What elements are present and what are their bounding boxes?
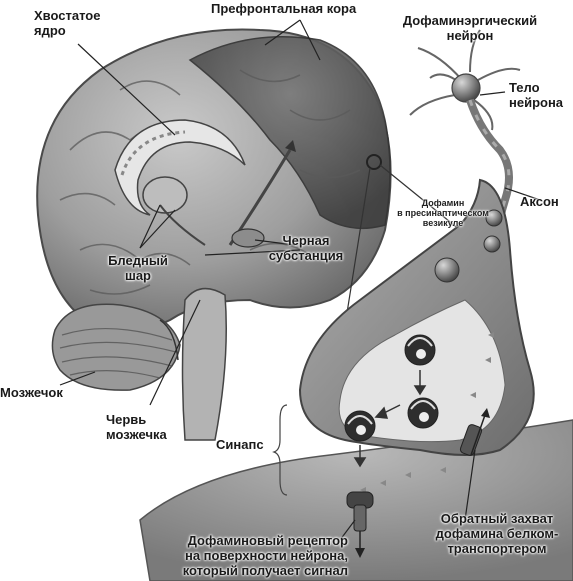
label-prefrontal: Префронтальная кора xyxy=(211,1,357,16)
substantia-nigra-shape xyxy=(231,228,265,248)
cerebellum-shape xyxy=(51,303,181,391)
synapse-brace xyxy=(272,404,288,496)
label-axon: Аксон xyxy=(520,194,559,209)
prefrontal-cortex xyxy=(188,36,391,230)
axon-vesicle-2 xyxy=(483,235,501,253)
brainstem xyxy=(181,287,227,441)
label-cerebellum: Мозжечок xyxy=(0,385,63,400)
label-caudate: Хвостатое ядро xyxy=(34,8,101,38)
dopamine-molecules xyxy=(360,332,494,493)
label-globus-pallidus: Бледный шар xyxy=(108,253,168,283)
brain-group xyxy=(36,28,392,441)
label-synapse: Синапс xyxy=(216,437,264,452)
label-vesicle: Дофамин в пресинаптическом везикуле xyxy=(397,198,489,228)
label-neuron-body: Тело нейрона xyxy=(509,80,564,110)
presynaptic-vesicle xyxy=(434,257,460,283)
axon-vesicle-1 xyxy=(485,209,503,227)
dopamine-receptor xyxy=(346,491,374,558)
label-receptor: Дофаминовый рецептор на поверхности нейр… xyxy=(182,533,348,578)
leader-lines xyxy=(59,19,541,541)
label-substantia-nigra: Черная субстанция xyxy=(268,233,344,263)
terminal-vesicles xyxy=(344,334,439,442)
label-reuptake: Обратный захват дофамина белком- транспо… xyxy=(435,511,559,556)
transporter xyxy=(459,424,483,456)
magnify-marker xyxy=(366,154,382,170)
label-vermis: Червь мозжечка xyxy=(106,412,167,442)
neuron-soma xyxy=(451,73,481,103)
label-dopamine-neuron: Дофаминэргический нейрон xyxy=(402,13,538,43)
globus-pallidus xyxy=(142,176,188,214)
